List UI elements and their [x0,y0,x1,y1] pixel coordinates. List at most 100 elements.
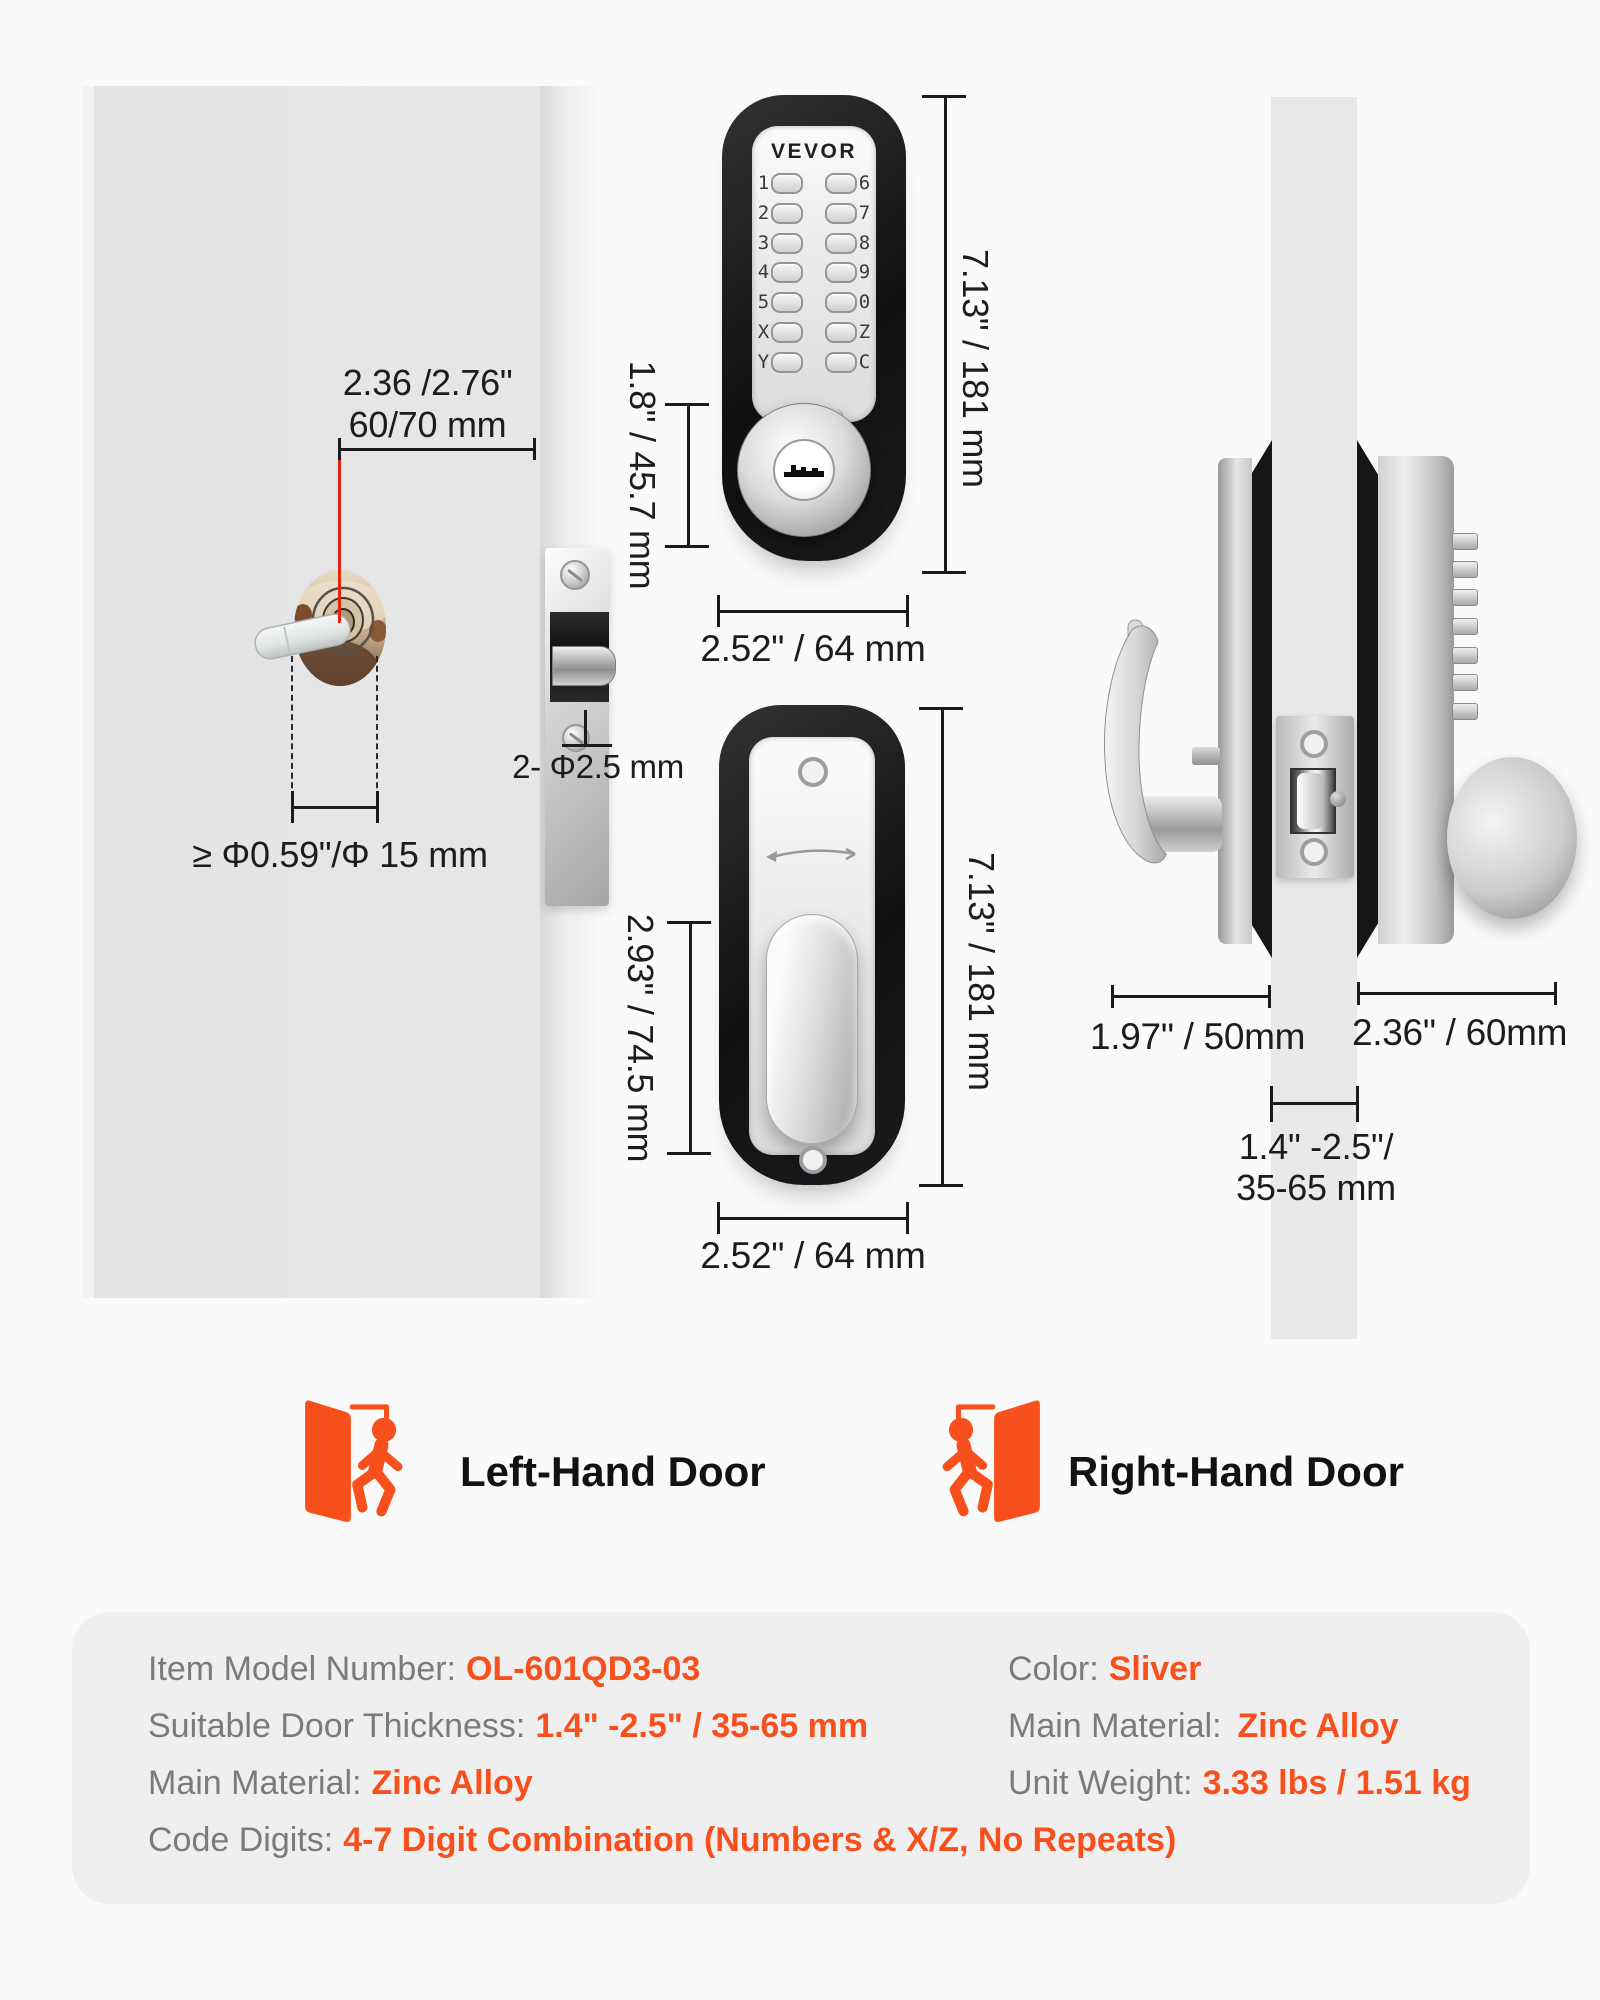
backset-tick-left [338,438,341,460]
key-label-7: 7 [858,202,871,224]
left-hand-door-label: Left-Hand Door [460,1448,766,1495]
front-width-tick-right [906,595,909,627]
spec-door-thickness: Suitable Door Thickness: 1.4" -2.5" / 35… [148,1707,868,1746]
key-button-y [771,351,803,373]
spec-unit-weight: Unit Weight: 3.33 lbs / 1.51 kg [1008,1764,1471,1803]
screw-holes-dim-label: 2- Φ2.5 mm [512,748,684,785]
person-back-leg [371,1466,396,1517]
handle-dim-label: 2.93" / 74.5 mm [620,913,661,1163]
left-hand-door-icon [305,1400,403,1522]
bore-tick-left [291,791,294,823]
back-screw-bottom [799,1146,827,1174]
key-button-2 [771,202,803,224]
knob-dim-line [687,404,690,547]
bore-dim-label: ≥ Φ0.59"/Φ 15 mm [192,834,488,875]
interior-tick-left [1111,985,1114,1008]
spec-label: Item Model Number: [148,1650,456,1688]
back-width-tick-left [717,1202,720,1234]
spec-label: Unit Weight: [1008,1764,1193,1802]
key-label-x: X [757,321,770,343]
handle-dim-line [689,922,692,1154]
key-label-8: 8 [858,232,871,254]
person-head [948,1417,974,1442]
turn-direction-arrow [766,847,856,862]
spec-label: Main Material: [148,1764,362,1802]
person-head [371,1417,397,1442]
back-height-dim-label: 7.13" / 181 mm [961,852,1002,1091]
key-button-z [825,321,857,343]
spec-material-right: Main Material: Zinc Alloy [1008,1707,1399,1746]
front-width-dim-label: 2.52" / 64 mm [700,628,926,669]
spec-color: Color: Sliver [1008,1650,1201,1689]
interior-tick-right [1268,985,1271,1008]
spec-value: Sliver [1108,1650,1202,1688]
person-back-arm [375,1447,403,1472]
exterior-tick-right [1554,982,1557,1005]
door-leaf [305,1400,351,1522]
front-height-tick-top [922,95,966,98]
spec-value: 3.33 lbs / 1.51 kg [1202,1764,1471,1802]
bore-dash-right [376,656,378,798]
door-leaf [994,1400,1040,1522]
keypad-button-side [1452,589,1478,606]
spec-item-model: Item Model Number: OL-601QD3-03 [148,1650,700,1689]
key-button-1 [771,172,803,194]
door-frame-line [349,1404,390,1420]
person-front-leg [352,1466,381,1513]
key-label-z: Z [858,321,871,343]
latch-screw-top [560,560,590,590]
person-back-leg [949,1466,974,1517]
back-width-dim-label: 2.52" / 64 mm [700,1235,926,1276]
interior-dim-label: 1.97" / 50mm [1090,1016,1306,1057]
front-width-dim-line [718,610,908,613]
back-height-tick-top [919,707,963,710]
bore-dim-line [292,806,378,809]
backset-dim-label-line2: 60/70 mm [348,404,507,445]
backset-dim-line [339,448,535,451]
spec-panel [72,1612,1530,1904]
front-height-dim-line [944,96,947,574]
back-height-dim-line [941,708,944,1186]
front-height-dim-label: 7.13" / 181 mm [955,249,996,488]
spec-label: Suitable Door Thickness: [148,1707,526,1745]
knob-tick-top [665,403,709,406]
keypad-button-side [1452,618,1478,635]
spec-label: Code Digits: [148,1821,334,1859]
side-latch-screw-top [1300,730,1328,758]
key-label-2: 2 [757,202,770,224]
right-hand-door-icon [942,1400,1040,1522]
side-latch-screw-bottom [1300,838,1328,866]
key-button-5 [771,291,803,313]
back-width-dim-line [718,1217,908,1220]
bore-dash-left [291,656,293,798]
backset-tick-right [533,438,536,460]
key-button-8 [825,232,857,254]
side-latch-pin [1330,791,1346,807]
side-gasket-exterior [1357,440,1379,958]
spec-label: Color: [1008,1650,1099,1688]
key-button-0 [825,291,857,313]
spec-value: Zinc Alloy [371,1764,533,1802]
handle-tick-bottom [667,1152,711,1155]
keypad-button-side [1452,647,1478,664]
side-latch-roller [1297,773,1323,829]
spec-label: Main Material: [1008,1707,1222,1745]
interior-pin [1192,747,1220,765]
keypad-button-side [1452,674,1478,691]
thickness-dim-label-line1: 1.4" -2.5"/ [1238,1126,1394,1167]
knob-side [1447,757,1577,919]
keyway-icon [784,465,824,477]
cylinder-tailpiece [254,613,351,660]
thumbturn-lever-side [1104,619,1167,864]
thumb-turn-handle [766,914,858,1144]
key-button-9 [825,261,857,283]
key-button-3 [771,232,803,254]
interior-dim-line [1112,995,1270,998]
back-height-tick-bottom [919,1184,963,1187]
key-label-3: 3 [757,232,770,254]
